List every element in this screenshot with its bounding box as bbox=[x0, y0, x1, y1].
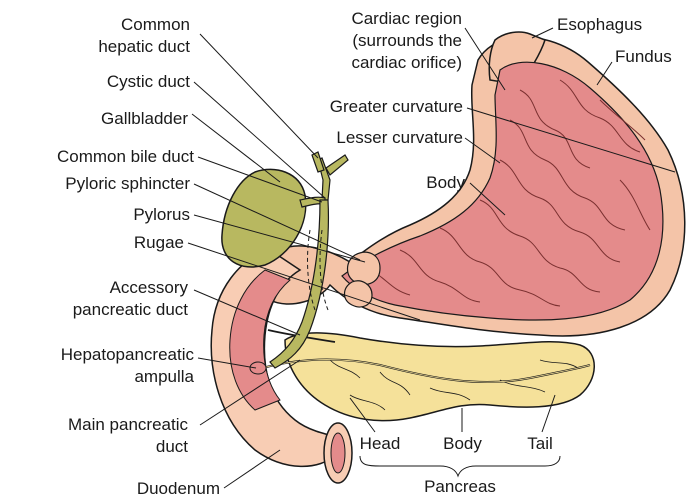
label-cardiac-region: Cardiac region (surrounds the cardiac or… bbox=[300, 8, 462, 74]
label-accessory-pancreatic-duct: Accessory pancreatic duct bbox=[20, 277, 188, 321]
label-duodenum: Duodenum bbox=[60, 478, 220, 500]
label-stomach-body: Body bbox=[380, 172, 465, 194]
label-greater-curvature: Greater curvature bbox=[270, 96, 463, 118]
label-rugae: Rugae bbox=[80, 232, 184, 254]
label-lesser-curvature: Lesser curvature bbox=[270, 127, 463, 149]
label-gallbladder: Gallbladder bbox=[50, 108, 188, 130]
label-esophagus: Esophagus bbox=[557, 14, 642, 36]
label-pancreas-body: Body bbox=[435, 433, 490, 455]
label-cystic-duct: Cystic duct bbox=[60, 71, 190, 93]
label-hepatopancreatic-ampulla: Hepatopancreatic ampulla bbox=[4, 344, 194, 388]
label-common-bile-duct: Common bile duct bbox=[4, 146, 194, 168]
label-pyloric-sphincter: Pyloric sphincter bbox=[4, 173, 190, 195]
label-pancreas: Pancreas bbox=[410, 476, 510, 498]
label-common-hepatic-duct: Common hepatic duct bbox=[60, 14, 190, 58]
label-main-pancreatic-duct: Main pancreatic duct bbox=[20, 414, 188, 458]
label-pylorus: Pylorus bbox=[80, 204, 190, 226]
label-pancreas-head: Head bbox=[355, 433, 405, 455]
label-pancreas-tail: Tail bbox=[515, 433, 565, 455]
label-fundus: Fundus bbox=[615, 46, 672, 68]
